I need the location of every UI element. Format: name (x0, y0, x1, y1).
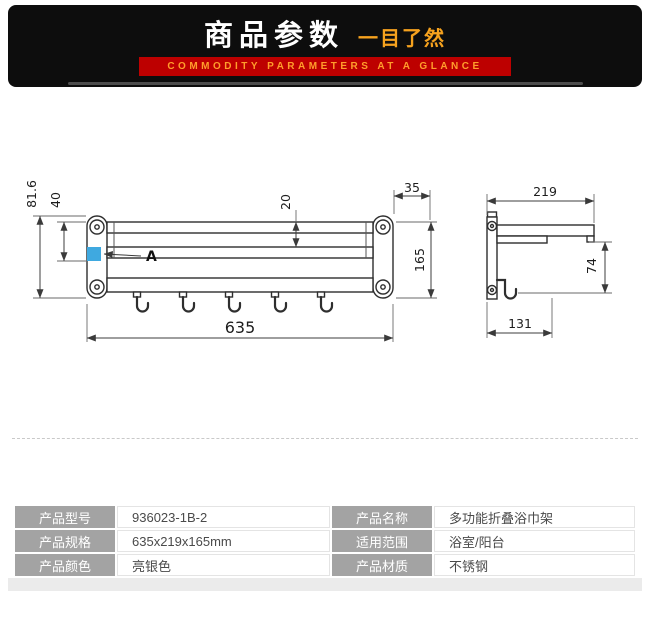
spec-value-model: 936023-1B-2 (117, 506, 330, 528)
spec-value-name: 多功能折叠浴巾架 (434, 506, 635, 528)
dim-165-label: 165 (412, 248, 427, 272)
spec-label-material: 产品材质 (332, 554, 432, 576)
table-footer-strip (8, 578, 642, 591)
side-view (486, 211, 595, 300)
page-title: 商品参数 (203, 20, 344, 52)
spec-table: 产品型号 936023-1B-2 产品名称 多功能折叠浴巾架 产品规格 635x… (15, 506, 635, 576)
spec-value-material: 不锈钢 (434, 554, 635, 576)
spec-value-size: 635x219x165mm (117, 530, 330, 552)
dim-219-label: 219 (533, 184, 557, 199)
dim-635-label: 635 (225, 318, 256, 337)
hooks (132, 291, 334, 313)
technical-drawing-area: A 81.6 (0, 130, 650, 430)
spec-label-size: 产品规格 (15, 530, 115, 552)
fineprint-line (67, 82, 583, 85)
dim-74-label: 74 (584, 258, 599, 274)
front-view: A (86, 215, 394, 313)
dim-20-label: 20 (278, 194, 293, 210)
dim-131-label: 131 (508, 316, 532, 331)
spec-label-name: 产品名称 (332, 506, 432, 528)
dimensions: 81.6 40 20 35 165 (24, 180, 612, 342)
highlight-part (87, 247, 101, 261)
spec-label-model: 产品型号 (15, 506, 115, 528)
spec-value-color: 亮银色 (117, 554, 330, 576)
spec-label-scope: 适用范围 (332, 530, 432, 552)
spec-value-scope: 浴室/阳台 (434, 530, 635, 552)
dim-40-label: 40 (48, 192, 63, 208)
header-banner: 商品参数 一目了然 COMMODITY PARAMETERS AT A GLAN… (8, 5, 642, 87)
dim-35-label: 35 (404, 180, 420, 195)
title-row: 商品参数 一目了然 (8, 12, 642, 54)
detail-label-a: A (146, 249, 157, 265)
section-divider (12, 438, 638, 439)
dim-81-label: 81.6 (24, 180, 39, 208)
page-subtitle: 一目了然 (358, 28, 446, 50)
side-hook (495, 278, 518, 300)
tagline-band: COMMODITY PARAMETERS AT A GLANCE (139, 57, 511, 76)
spec-label-color: 产品颜色 (15, 554, 115, 576)
technical-drawing: A 81.6 (24, 180, 612, 342)
